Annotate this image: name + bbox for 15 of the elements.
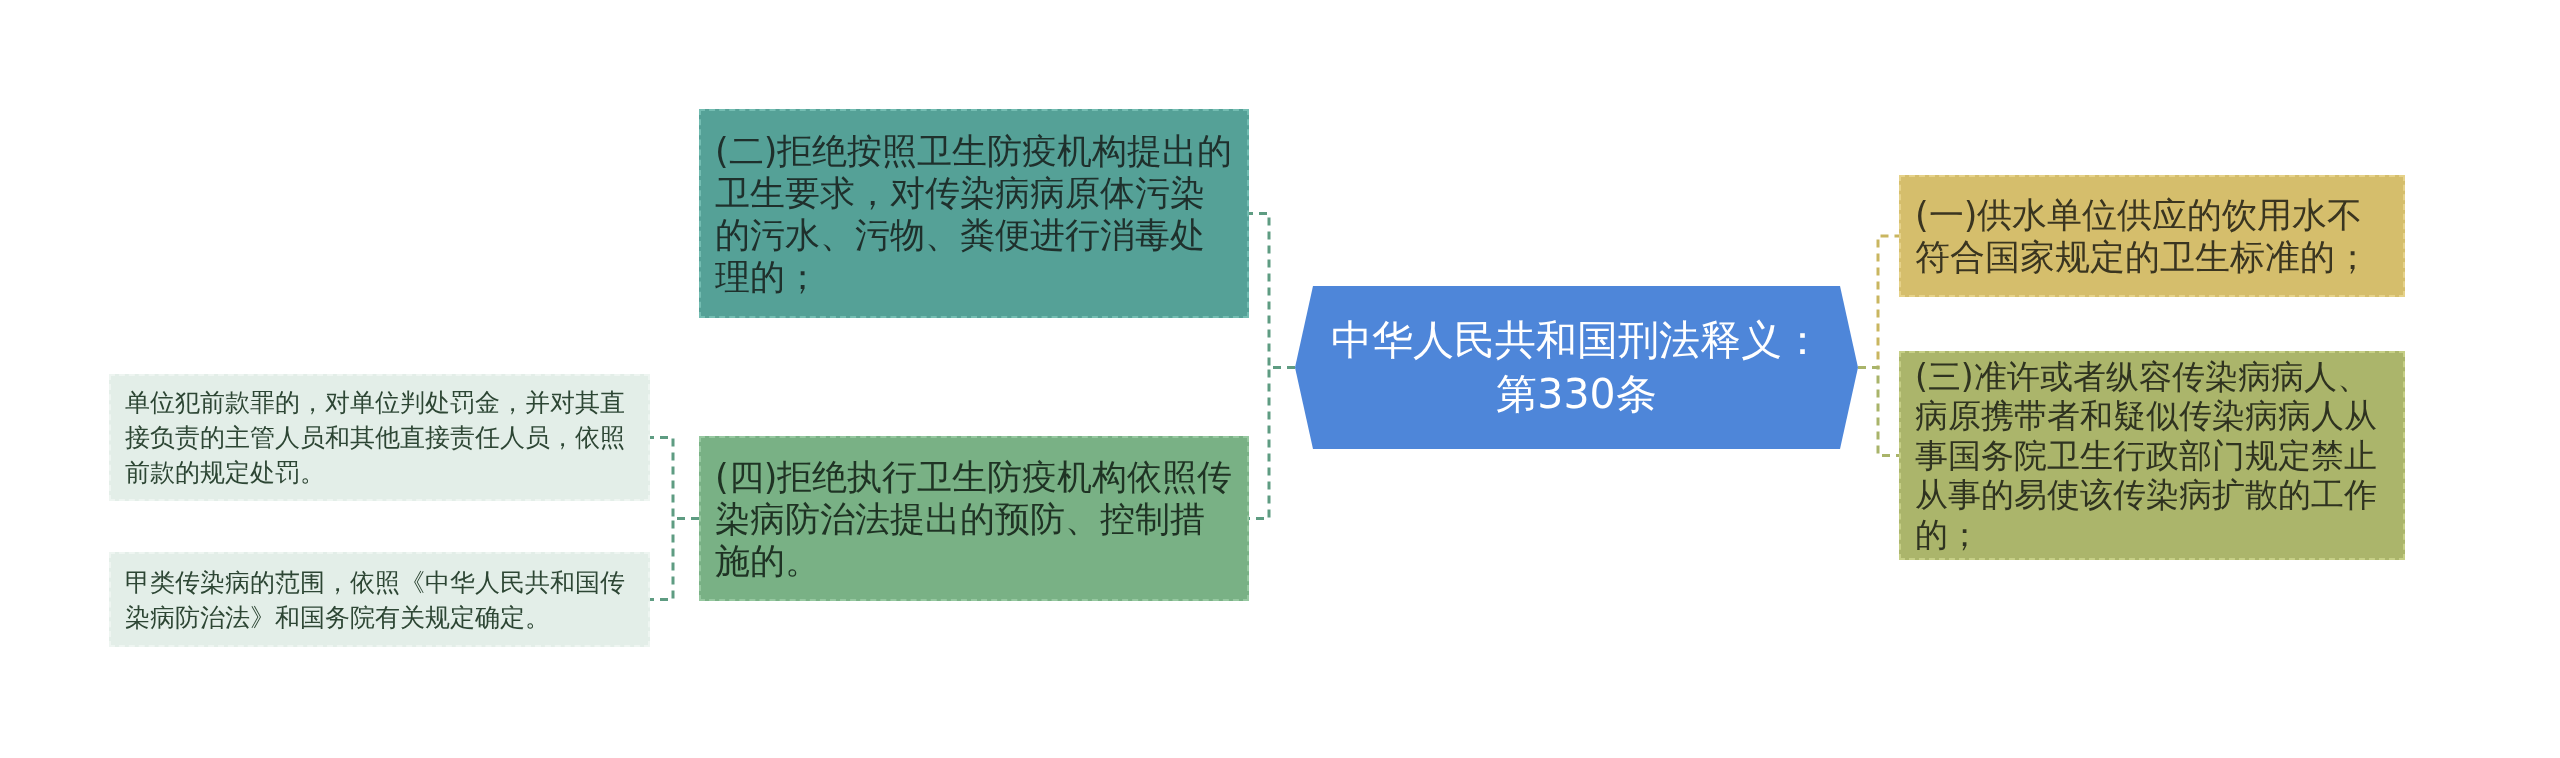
connector-line [1858,366,1899,457]
branch-box [699,109,1249,318]
branch-text: (一)供水单位供应的饮用水不符合国家规定的卫生标准的； [1915,194,2371,278]
topic-title: 中华人民共和国刑法释义：第330条 [1329,315,1824,420]
branch-box [1899,175,2405,297]
topic-hexagon [1295,286,1858,449]
branch-box [699,436,1249,601]
connector-line [650,517,699,601]
note-text: 单位犯前款罪的，对单位判处罚金，并对其直接负责的主管人员和其他直接责任人员，依照前款的规定处罚。 [125,387,626,489]
note-box [109,374,650,501]
note-text: 甲类传染病的范围，依照《中华人民共和国传染病防治法》和国务院有关规定确定。 [125,566,626,634]
note-box [109,552,650,647]
branch-text: (四)拒绝执行卫生防疫机构依照传染病防治法提出的预防、控制措施的。 [715,455,1233,582]
branch-text: (三)准许或者纵容传染病病人、病原携带者和疑似传染病病人从事国务院卫生行政部门规定禁止从事的易使该传染病扩散的工作的； [1915,356,2378,555]
branch-text: (二)拒绝按照卫生防疫机构提出的卫生要求，对传染病病原体污染的污水、污物、粪便进行消毒处理的； [715,129,1233,298]
